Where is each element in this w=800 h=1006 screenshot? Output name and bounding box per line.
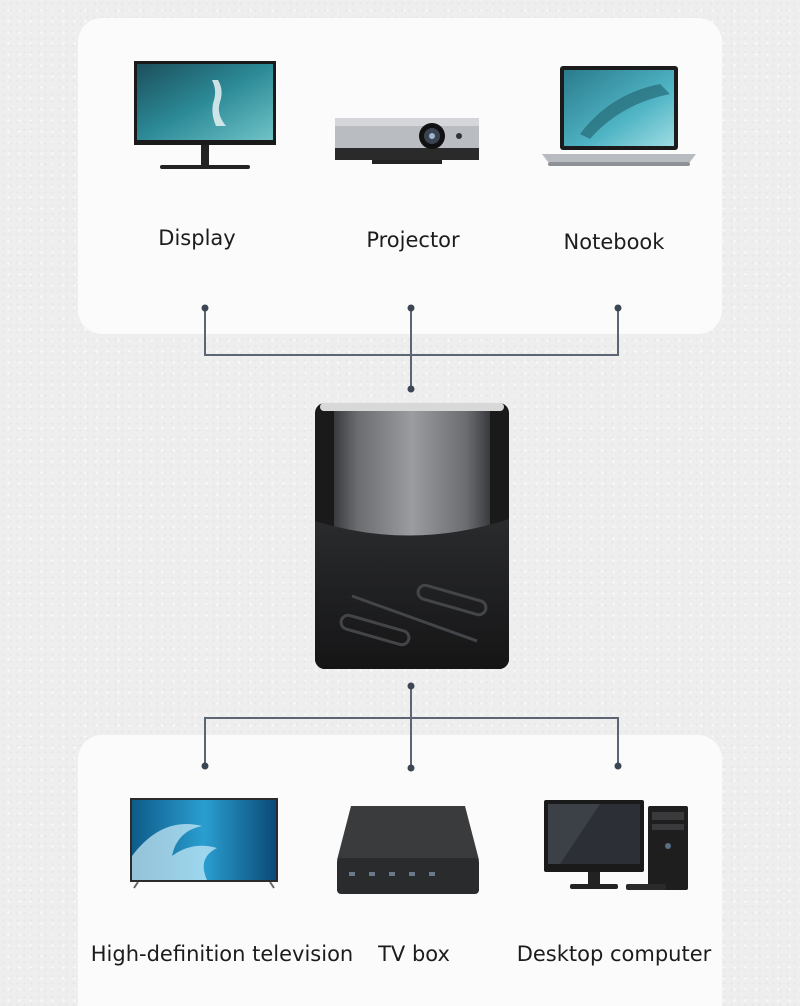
- desktop-computer-icon: [544, 800, 688, 890]
- adapter-icon: [315, 403, 509, 669]
- tv-box-label: TV box: [378, 942, 450, 966]
- connector-dot: [201, 762, 209, 770]
- tv-box-icon: [337, 806, 479, 894]
- projector-icon: [335, 118, 479, 164]
- connector-dot: [201, 304, 209, 312]
- desktop-computer-label: Desktop computer: [516, 942, 712, 966]
- projector-label: Projector: [366, 228, 460, 252]
- connector-dot: [407, 682, 415, 690]
- connector-dot: [407, 764, 415, 772]
- bottom-bus-line: [204, 717, 619, 766]
- connector-dot: [614, 762, 622, 770]
- notebook-label: Notebook: [563, 230, 665, 254]
- connector-dot: [407, 385, 415, 393]
- connector-dot: [614, 304, 622, 312]
- connector-dot: [407, 304, 415, 312]
- laptop-icon: [542, 66, 696, 166]
- monitor-icon: [134, 61, 276, 169]
- tv-icon: [130, 798, 278, 889]
- display-label: Display: [158, 226, 236, 250]
- hdtv-label: High-definition television: [90, 942, 354, 966]
